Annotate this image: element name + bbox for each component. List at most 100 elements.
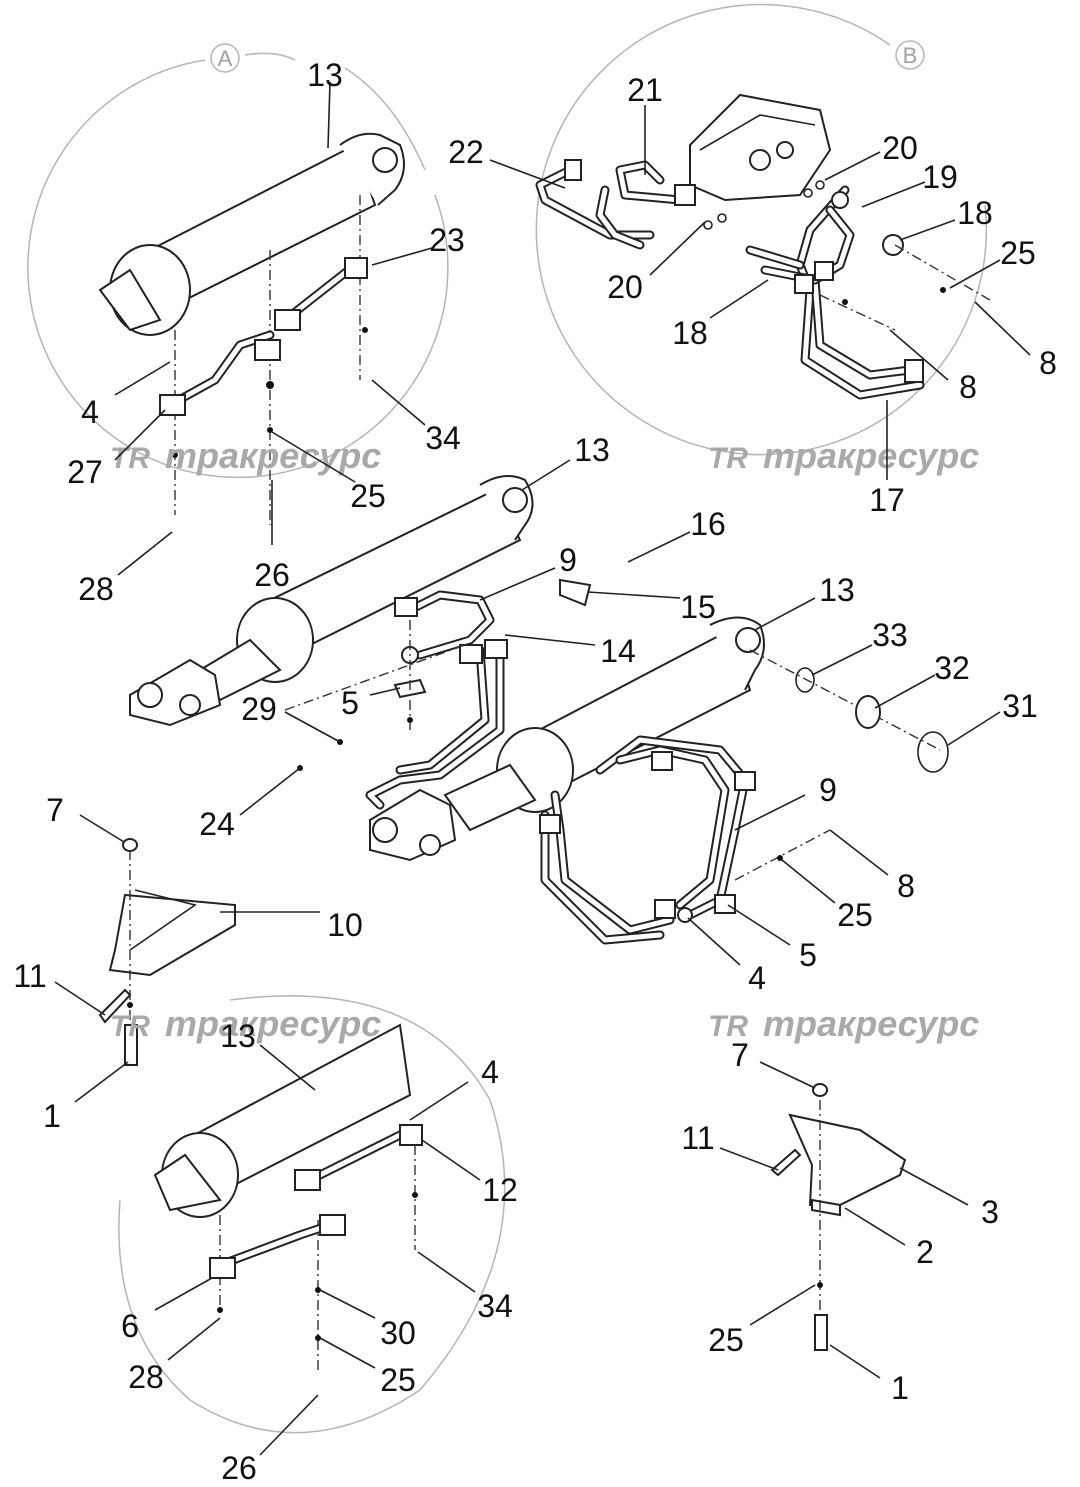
leader-line <box>284 711 341 743</box>
callout-20: 20 <box>824 130 918 181</box>
watermark-logo: TR <box>708 1010 748 1043</box>
callout-30: 30 <box>319 1289 416 1351</box>
part-number-label: 25 <box>1000 235 1036 271</box>
part-number-label: 10 <box>327 907 363 943</box>
leader-line <box>829 829 889 876</box>
callout-5: 5 <box>341 685 401 721</box>
hose-set-middle <box>284 578 592 810</box>
watermark-logo: TR <box>708 442 748 475</box>
part-number-label: 4 <box>481 1054 499 1090</box>
callout-29: 29 <box>241 691 341 743</box>
watermark-text: тракресурс <box>763 435 979 476</box>
callout-26: 26 <box>221 1394 319 1486</box>
callout-25: 25 <box>319 1337 416 1398</box>
callout-34: 34 <box>417 1251 513 1324</box>
callout-13: 13 <box>754 572 855 631</box>
callout-15: 15 <box>587 589 716 625</box>
callout-25: 25 <box>708 1284 816 1358</box>
callout-3: 3 <box>899 1167 999 1230</box>
part-number-label: 14 <box>600 633 636 669</box>
callout-18: 18 <box>672 279 769 351</box>
circle-marker-a <box>210 43 240 73</box>
watermark-text: тракресурс <box>165 1003 381 1044</box>
callout-8: 8 <box>974 301 1057 381</box>
part-number-label: 29 <box>241 691 277 727</box>
callout-12: 12 <box>421 1139 518 1208</box>
leader-line <box>649 221 706 276</box>
callout-18: 18 <box>899 195 993 241</box>
callout-6: 6 <box>121 1277 213 1344</box>
part-number-label: 13 <box>307 57 343 93</box>
callout-2: 2 <box>844 1207 934 1270</box>
part-number-label: 16 <box>690 506 726 542</box>
callout-13: 13 <box>307 57 343 149</box>
leader-line <box>421 1139 481 1181</box>
leader-line <box>239 767 301 816</box>
part-number-label: 13 <box>819 572 855 608</box>
callout-16: 16 <box>627 506 726 563</box>
part-number-label: 26 <box>221 1450 257 1486</box>
leader-line <box>259 1394 319 1456</box>
part-number-label: 8 <box>1039 345 1057 381</box>
callout-23: 23 <box>371 222 465 266</box>
watermark-text: тракресурс <box>763 1003 979 1044</box>
part-number-label: 11 <box>13 958 46 994</box>
part-number-label: 25 <box>350 478 386 514</box>
callout-11: 11 <box>13 958 106 1016</box>
callout-7: 7 <box>731 1037 816 1089</box>
callout-8: 8 <box>889 329 977 405</box>
part-number-label: 3 <box>981 1194 999 1230</box>
leader-line <box>754 597 816 631</box>
part-number-label: 5 <box>799 937 817 973</box>
callout-33: 33 <box>811 617 908 676</box>
watermark-text: тракресурс <box>165 435 381 476</box>
part-number-label: 20 <box>607 269 643 305</box>
part-number-label: 7 <box>46 792 64 828</box>
callout-4: 4 <box>409 1054 499 1121</box>
leader-line <box>114 409 166 461</box>
part-number-label: 33 <box>872 617 908 653</box>
part-number-label: 9 <box>559 542 577 578</box>
leader-line <box>504 634 596 646</box>
callout-17: 17 <box>869 400 905 518</box>
leader-line <box>74 1061 129 1103</box>
leader-line <box>709 279 769 319</box>
callout-9: 9 <box>734 772 837 831</box>
callout-22: 22 <box>448 134 566 189</box>
callout-28: 28 <box>128 1317 221 1395</box>
part-number-label: 28 <box>128 1359 164 1395</box>
pipe-set-a <box>159 257 368 458</box>
part-number-label: 28 <box>78 571 114 607</box>
leader-line <box>844 1207 906 1246</box>
pipe-set-bottom <box>209 1124 423 1341</box>
leader-line <box>371 379 426 426</box>
part-number-label: 8 <box>897 868 915 904</box>
leader-line <box>271 431 356 483</box>
watermark-3: TR тракресурс <box>110 1003 381 1044</box>
part-number-label: 22 <box>448 134 484 170</box>
leader-line <box>811 644 873 676</box>
part-number-label: 6 <box>121 1308 139 1344</box>
part-number-label: 12 <box>482 1172 518 1208</box>
leader-line <box>727 904 791 946</box>
leader-line <box>117 531 173 576</box>
leader-line <box>781 859 836 904</box>
part-number-label: 4 <box>81 394 99 430</box>
callout-27: 27 <box>67 409 166 490</box>
leader-line <box>974 301 1031 356</box>
part-number-label: 24 <box>199 806 235 842</box>
leader-line <box>861 181 926 208</box>
part-number-label: 27 <box>67 454 103 490</box>
part-number-label: 8 <box>959 369 977 405</box>
callout-1: 1 <box>829 1344 909 1406</box>
valve-block <box>689 93 832 202</box>
callout-25: 25 <box>949 235 1036 289</box>
callout-32: 32 <box>874 650 970 709</box>
callout-34: 34 <box>371 379 461 456</box>
callout-25: 25 <box>271 431 386 514</box>
part-number-label: 1 <box>43 1098 61 1134</box>
callout-4: 4 <box>81 361 171 430</box>
part-number-label: 19 <box>922 159 958 195</box>
leader-line <box>259 1044 316 1091</box>
